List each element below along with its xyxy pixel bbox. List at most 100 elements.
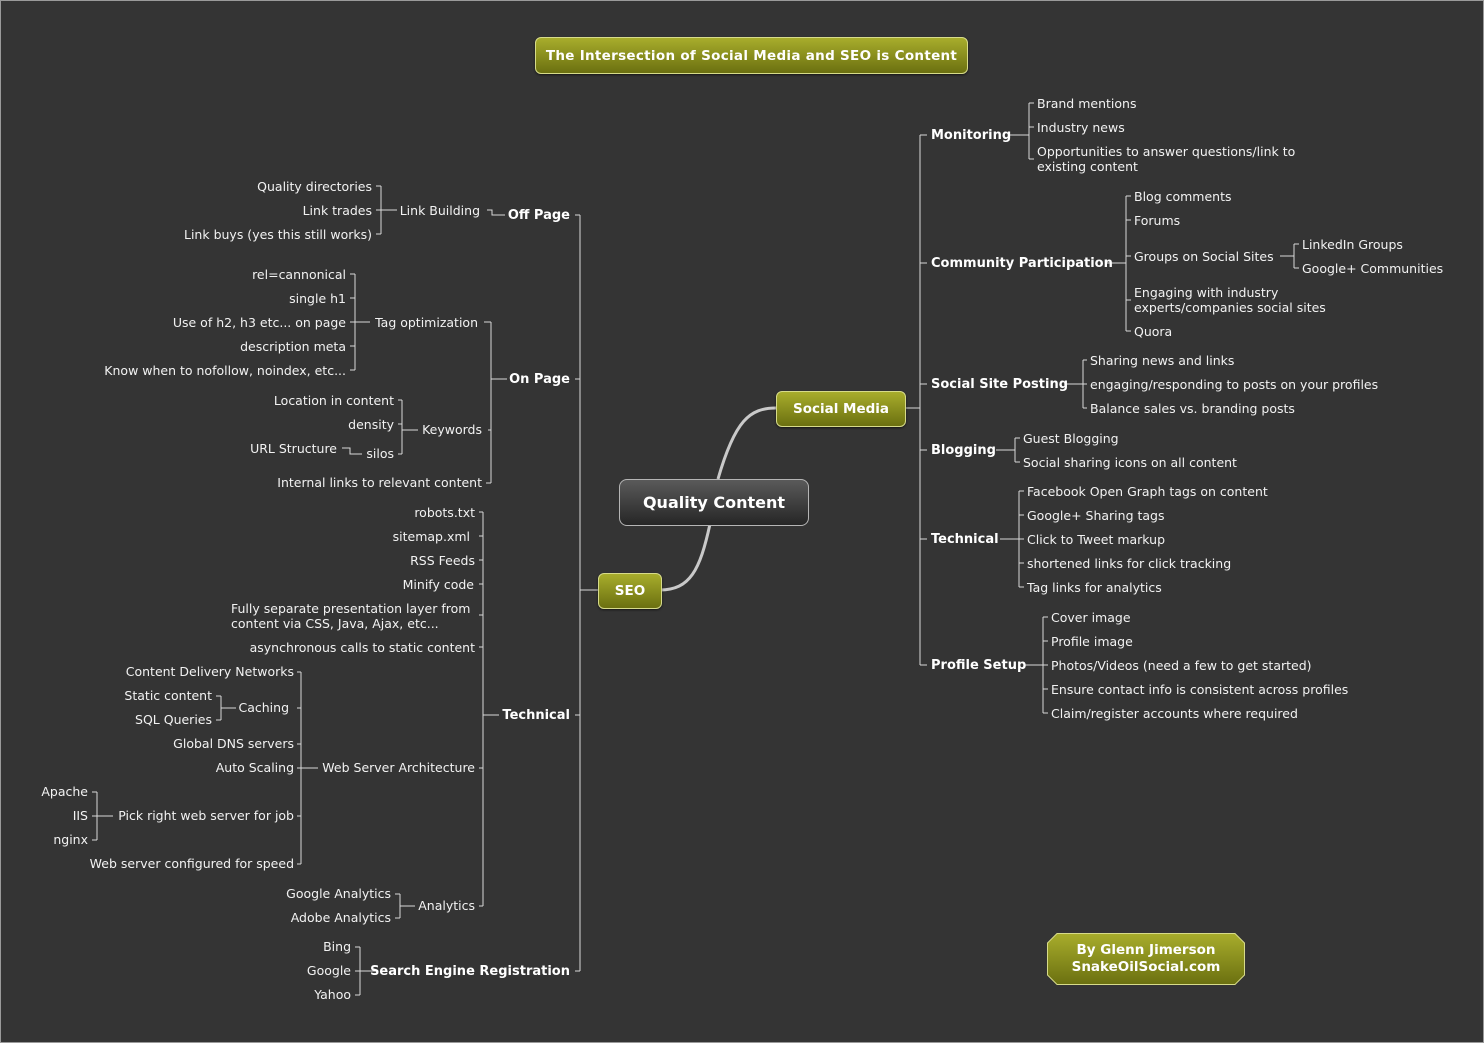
- author-site: SnakeOilSocial.com: [1071, 959, 1221, 975]
- node-social-site-posting[interactable]: Social Site Posting: [931, 377, 1069, 392]
- leaf-link-buys[interactable]: Link buys (yes this still works): [184, 227, 372, 242]
- node-caching[interactable]: Caching: [238, 700, 289, 715]
- leaf-cdn[interactable]: Content Delivery Networks: [125, 664, 294, 679]
- leaf-blog-comments[interactable]: Blog comments: [1134, 189, 1232, 204]
- leaf-opportunities[interactable]: Opportunities to answer questions/link t…: [1037, 144, 1296, 174]
- leaf-single-h1[interactable]: single h1: [289, 291, 346, 306]
- node-seo-technical[interactable]: Technical: [502, 708, 570, 723]
- leaf-url-structure[interactable]: URL Structure: [250, 441, 337, 456]
- leaf-link-trades[interactable]: Link trades: [302, 203, 372, 218]
- connector-central-social: [716, 406, 777, 480]
- leaf-internal-links[interactable]: Internal links to relevant content: [277, 475, 482, 490]
- bracket-ser: [355, 946, 378, 996]
- leaf-async-calls[interactable]: asynchronous calls to static content: [249, 640, 475, 655]
- bracket-seo-technical: [479, 511, 499, 907]
- leaf-google-sharing-tags[interactable]: Google+ Sharing tags: [1027, 508, 1165, 523]
- leaf-cover-image[interactable]: Cover image: [1051, 610, 1131, 625]
- leaf-sitemap-xml[interactable]: sitemap.xml: [392, 529, 470, 544]
- leaf-sharing-news[interactable]: Sharing news and links: [1090, 353, 1235, 368]
- bracket-blogging: [996, 437, 1020, 463]
- connector-central-seo: [659, 523, 712, 592]
- leaf-separate-presentation[interactable]: Fully separate presentation layer from c…: [231, 601, 471, 631]
- leaf-quora[interactable]: Quora: [1134, 324, 1173, 339]
- node-monitoring[interactable]: Monitoring: [931, 128, 1012, 143]
- leaf-apache[interactable]: Apache: [41, 784, 88, 799]
- leaf-description-meta[interactable]: description meta: [240, 339, 346, 354]
- node-link-building[interactable]: Link Building: [399, 203, 480, 218]
- leaf-guest-blogging[interactable]: Guest Blogging: [1023, 431, 1119, 446]
- leaf-rel-canonical[interactable]: rel=cannonical: [252, 267, 346, 282]
- leaf-engaging-responding[interactable]: engaging/responding to posts on your pro…: [1090, 377, 1379, 392]
- node-search-engine-registration[interactable]: Search Engine Registration: [370, 964, 570, 979]
- leaf-brand-mentions[interactable]: Brand mentions: [1037, 96, 1137, 111]
- leaf-google-communities[interactable]: Google+ Communities: [1302, 261, 1444, 276]
- leaf-engaging-experts[interactable]: Engaging with industry experts/companies…: [1134, 285, 1326, 315]
- branch-social-media[interactable]: Social Media: [776, 391, 906, 427]
- node-web-server-architecture[interactable]: Web Server Architecture: [322, 760, 475, 775]
- leaf-quality-directories[interactable]: Quality directories: [257, 179, 372, 194]
- leaf-shortened-links[interactable]: shortened links for click tracking: [1027, 556, 1232, 571]
- leaf-nofollow-noindex[interactable]: Know when to nofollow, noindex, etc...: [104, 363, 346, 378]
- bracket-wsa: [297, 671, 318, 865]
- branch-seo[interactable]: SEO: [598, 573, 662, 609]
- leaf-social-sharing-icons[interactable]: Social sharing icons on all content: [1023, 455, 1237, 470]
- leaf-auto-scaling[interactable]: Auto Scaling: [215, 760, 294, 775]
- leaf-photos-videos[interactable]: Photos/Videos (need a few to get started…: [1051, 658, 1312, 673]
- bracket-pick: [92, 791, 113, 841]
- bracket-linkbuilding: [376, 185, 397, 235]
- node-community-participation[interactable]: Community Participation: [931, 256, 1113, 271]
- leaf-rss-feeds[interactable]: RSS Feeds: [410, 553, 475, 568]
- bracket-monitoring: [1008, 102, 1034, 160]
- leaf-silos[interactable]: silos: [366, 446, 394, 461]
- leaf-iis[interactable]: IIS: [72, 808, 88, 823]
- leaf-profile-image[interactable]: Profile image: [1051, 634, 1133, 649]
- leaf-tag-links[interactable]: Tag links for analytics: [1027, 580, 1162, 595]
- leaf-open-graph[interactable]: Facebook Open Graph tags on content: [1027, 484, 1268, 499]
- node-off-page[interactable]: Off Page: [507, 208, 570, 223]
- leaf-static-content[interactable]: Static content: [124, 688, 212, 703]
- author-name: By Glenn Jimerson: [1076, 942, 1216, 958]
- node-profile-setup[interactable]: Profile Setup: [931, 658, 1027, 673]
- leaf-server-speed[interactable]: Web server configured for speed: [89, 856, 294, 871]
- central-topic[interactable]: Quality Content: [619, 479, 809, 526]
- leaf-robots-txt[interactable]: robots.txt: [414, 505, 475, 520]
- bracket-caching: [216, 695, 236, 721]
- node-groups-social-sites[interactable]: Groups on Social Sites: [1134, 249, 1274, 264]
- leaf-contact-info[interactable]: Ensure contact info is consistent across…: [1051, 682, 1349, 697]
- node-sm-technical[interactable]: Technical: [931, 532, 999, 547]
- bracket-tagopt: [350, 273, 370, 371]
- node-keywords[interactable]: Keywords: [422, 422, 482, 437]
- bracket-sm-technical: [1000, 490, 1024, 588]
- leaf-use-of-h2[interactable]: Use of h2, h3 etc... on page: [172, 315, 346, 330]
- leaf-nginx[interactable]: nginx: [53, 832, 88, 847]
- bracket-url: [342, 447, 362, 455]
- leaf-google-analytics[interactable]: Google Analytics: [286, 886, 391, 901]
- leaf-yahoo[interactable]: Yahoo: [314, 987, 351, 1002]
- leaf-adobe-analytics[interactable]: Adobe Analytics: [290, 910, 391, 925]
- leaf-minify-code[interactable]: Minify code: [402, 577, 474, 592]
- node-blogging[interactable]: Blogging: [931, 443, 996, 458]
- leaf-linkedin-groups[interactable]: LinkedIn Groups: [1302, 237, 1403, 252]
- node-on-page[interactable]: On Page: [509, 372, 570, 387]
- node-tag-optimization[interactable]: Tag optimization: [375, 315, 478, 330]
- leaf-industry-news[interactable]: Industry news: [1037, 120, 1125, 135]
- bracket-analytics: [395, 893, 415, 919]
- leaf-claim-accounts[interactable]: Claim/register accounts where required: [1051, 706, 1298, 721]
- author-badge: By Glenn Jimerson SnakeOilSocial.com: [1047, 933, 1245, 985]
- leaf-location-in-content[interactable]: Location in content: [273, 393, 394, 408]
- leaf-click-to-tweet[interactable]: Click to Tweet markup: [1027, 532, 1166, 547]
- bracket-groups: [1280, 243, 1299, 269]
- leaf-forums[interactable]: Forums: [1134, 213, 1181, 228]
- leaf-global-dns[interactable]: Global DNS servers: [173, 736, 294, 751]
- leaf-density[interactable]: density: [348, 417, 394, 432]
- node-analytics[interactable]: Analytics: [418, 898, 475, 913]
- bracket-posting: [1064, 359, 1087, 409]
- map-title: The Intersection of Social Media and SEO…: [535, 37, 968, 74]
- leaf-google[interactable]: Google: [306, 963, 351, 978]
- node-pick-web-server[interactable]: Pick right web server for job: [118, 808, 294, 823]
- leaf-bing[interactable]: Bing: [323, 939, 351, 954]
- leaf-sql-queries[interactable]: SQL Queries: [135, 712, 212, 727]
- leaf-balance-sales[interactable]: Balance sales vs. branding posts: [1090, 401, 1295, 416]
- bracket-onpage: [484, 321, 507, 484]
